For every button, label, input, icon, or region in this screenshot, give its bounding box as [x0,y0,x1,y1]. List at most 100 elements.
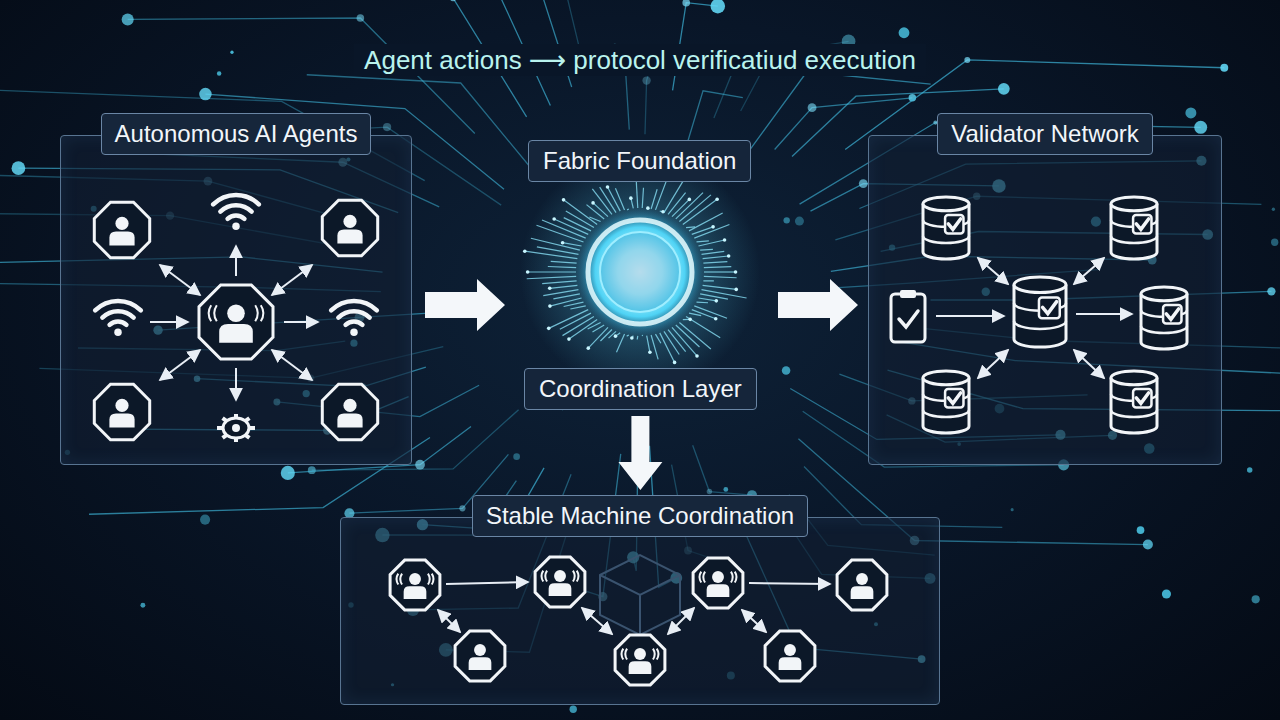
glow-dot [513,453,520,460]
orb-ray [564,218,591,231]
orb-ray [702,290,747,298]
orb-ray [551,261,577,263]
orb-core [576,208,704,336]
orb-ray-dot [673,361,677,365]
flow-line [446,582,528,584]
box-label: Fabric Foundation [543,147,736,175]
circuit-node [281,466,295,480]
glow-dot [200,515,210,525]
orb-ray [679,195,711,222]
cylinder-top [1141,287,1187,301]
circuit-node [1220,64,1228,72]
orb-ray [616,334,624,352]
circuit-node [357,14,365,22]
orb-ray [689,313,701,315]
orb-ray [672,327,697,356]
cylinder-band [923,410,969,417]
glow-dot [1271,239,1278,246]
agent-icon [390,560,440,610]
glow-dot [140,603,145,608]
orb-ray [655,334,660,343]
circuit-node [859,179,868,188]
circuit-node [998,83,1010,95]
signal-wave [657,649,659,660]
check-mark [1043,302,1057,314]
panel-heading: Stable Machine Coordination [472,495,808,537]
agent-head [784,644,796,656]
agent-body [404,586,427,599]
flow-line [272,265,312,295]
circuit-node [450,0,456,1]
flow-line [160,265,200,295]
orb-ray [700,249,713,251]
wifi-dot [232,223,239,230]
signal-wave [703,572,705,583]
flow-line [150,321,188,323]
wifi-arc [331,301,377,310]
orb-ray [697,301,708,303]
flow-line [272,350,312,380]
flow-line [284,321,318,323]
wifi-icon [331,301,377,336]
glow-dot [1272,208,1275,211]
check-box [1133,215,1151,233]
wifi-arc [338,311,369,317]
clipboard-body [891,294,925,342]
orb-ray [689,213,723,231]
orb-ray [527,276,576,278]
agent-octagon [322,384,377,439]
orb-ray [704,271,736,272]
agent-octagon [94,202,149,257]
circuit-node [459,505,465,511]
orb-ray [664,331,679,354]
glow-dot [570,705,577,712]
check-mark [1166,309,1178,320]
glow-dot [1252,595,1260,603]
flow-line [742,610,766,632]
glow-dot [1247,467,1252,472]
orb-ray [588,322,601,329]
glow-dot [1011,508,1014,511]
flow-line [978,350,1008,378]
orb-ray [543,290,578,296]
orb-ray [697,241,709,242]
agent-octagon [615,635,665,685]
agent-body [851,586,874,599]
agent-icon [535,557,585,607]
circuit-node [1194,121,1207,134]
diagram-title: Agent actions ⟶ protocol verificatiud ex… [354,44,926,76]
wifi-arc [346,321,363,324]
orb-ray [564,200,598,225]
agent-icon [94,202,149,257]
orb-ray [600,330,612,341]
orb-ray-dot [715,197,719,201]
signal-wave [261,305,264,321]
signal-wave [731,572,733,583]
agent-body [219,324,253,343]
orb-ray [588,327,608,348]
orb-ray [542,220,586,238]
wifi-arc [102,311,133,317]
orb-ray [589,217,600,222]
orb-ray [627,335,629,336]
orb-ray-dot [688,318,692,322]
wifi-arc [228,215,245,218]
validator-icon [1111,371,1157,433]
agent-body [779,657,802,670]
agent-octagon [535,557,585,607]
cylinder-band [1014,321,1066,329]
agent-octagon [837,560,887,610]
signal-wave [700,572,702,583]
flow-line [1076,313,1132,315]
cylinder-body [1014,285,1066,347]
flow-line [160,350,200,380]
flow-arrow [778,279,858,331]
agent-octagon [322,200,377,255]
agent-icon [322,200,377,255]
orb-ray [683,199,717,224]
orb-ray-dot [567,337,571,341]
agent-body [337,414,362,428]
orb-ray-dot [695,354,699,358]
